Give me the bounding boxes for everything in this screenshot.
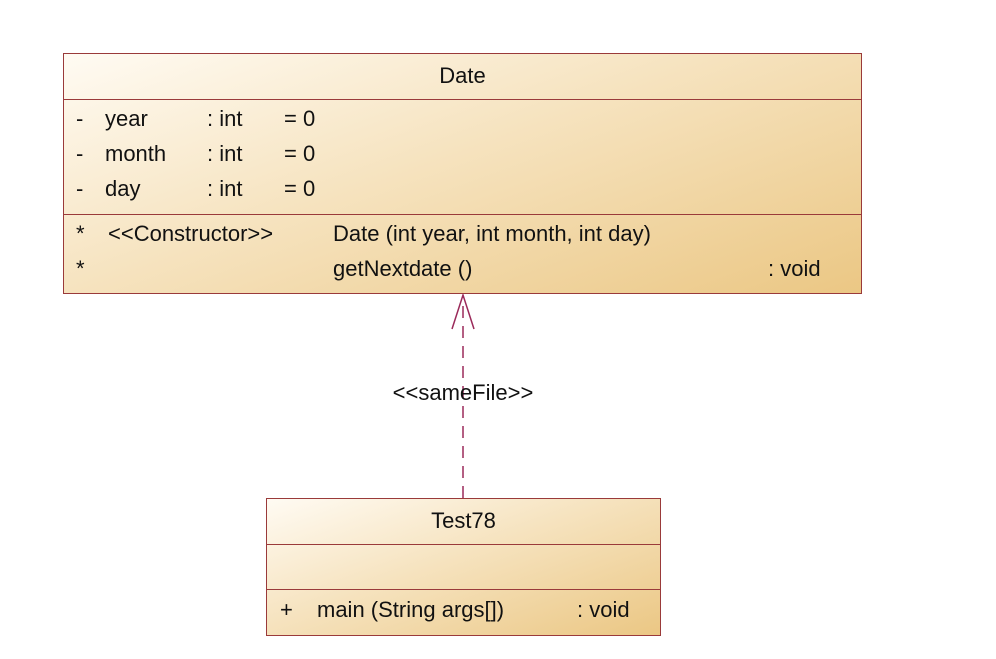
visibility: - (76, 106, 84, 131)
visibility: * (76, 221, 85, 246)
operation-signature: main (String args[]) (317, 597, 505, 622)
attributes-section: - year : int = 0 - month : int = 0 - day… (64, 99, 861, 215)
operation-stereotype: <<Constructor>> (108, 221, 274, 246)
attribute-name: month (105, 141, 167, 166)
attribute-type: : int (207, 106, 243, 131)
attribute-type: : int (207, 176, 243, 201)
class-date[interactable]: Date - year : int = 0 - month : int = 0 … (63, 53, 862, 294)
operations-section: + main (String args[]) : void (267, 589, 660, 636)
visibility: * (76, 256, 85, 281)
class-name: Test78 (431, 508, 496, 533)
class-name: Date (439, 63, 486, 88)
operation-return-type: : void (577, 597, 630, 622)
attribute-default: = 0 (284, 141, 316, 166)
operation-signature: Date (int year, int month, int day) (333, 221, 651, 246)
arrowhead-icon (451, 292, 475, 330)
visibility: - (76, 141, 84, 166)
visibility: + (280, 597, 293, 622)
attribute-type: : int (207, 141, 243, 166)
visibility: - (76, 176, 84, 201)
attribute-name: year (105, 106, 148, 131)
operations-section: * <<Constructor>> Date (int year, int mo… (64, 214, 861, 295)
class-test78[interactable]: Test78 + main (String args[]) : void (266, 498, 661, 636)
operation-return-type: : void (768, 256, 821, 281)
relation-stereotype: <<sameFile>> (392, 380, 534, 405)
attribute-name: day (105, 176, 141, 201)
attributes-section (267, 544, 660, 590)
operation-signature: getNextdate () (333, 256, 473, 281)
attribute-default: = 0 (284, 176, 316, 201)
attribute-default: = 0 (284, 106, 316, 131)
